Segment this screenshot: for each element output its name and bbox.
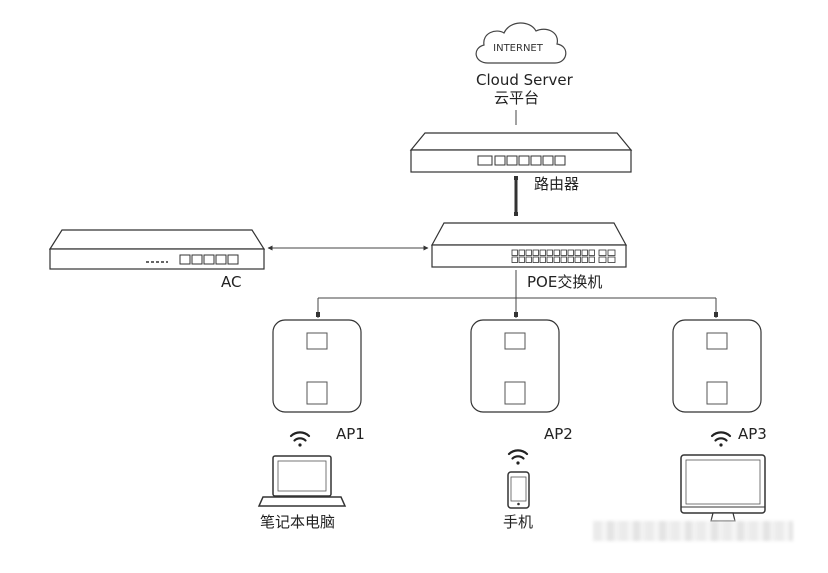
router-icon [409, 132, 633, 173]
phone-icon [507, 471, 530, 509]
switch-port [518, 256, 525, 263]
ac-label: AC [221, 273, 242, 291]
switch-port [525, 256, 532, 263]
switch-uplink-port [598, 256, 607, 263]
switch-port [588, 249, 595, 256]
switch-port [560, 256, 567, 263]
poe-switch-icon [430, 222, 628, 268]
switch-port [553, 249, 560, 256]
router-switch-link [514, 176, 518, 216]
switch-port [539, 249, 546, 256]
ap3-label: AP3 [738, 425, 767, 443]
laptop-label: 笔记本电脑 [260, 513, 336, 531]
switch-port [567, 249, 574, 256]
switch-uplink-port [607, 256, 616, 263]
switch-port [532, 249, 539, 256]
wifi-icon-1 [289, 431, 311, 447]
switch-uplink-port [607, 249, 616, 256]
switch-port [539, 256, 546, 263]
router-label: 路由器 [534, 175, 580, 193]
switch-port [546, 256, 553, 263]
switch-uplink-port [598, 249, 607, 256]
cloud-server-label: Cloud Server [476, 71, 573, 89]
switch-port [567, 256, 574, 263]
desktop-monitor-icon [680, 454, 766, 522]
laptop-icon [257, 455, 347, 507]
access-point-2-icon [470, 319, 560, 413]
access-point-3-icon [672, 319, 762, 413]
ap-distribution-lines [316, 270, 718, 318]
ap1-label: AP1 [336, 425, 365, 443]
switch-port [525, 249, 532, 256]
blurred-watermark [593, 521, 793, 541]
internet-cloud-text: INTERNET [493, 43, 544, 54]
ac-controller-icon [48, 229, 266, 270]
switch-port [581, 249, 588, 256]
switch-port [581, 256, 588, 263]
switch-port [511, 249, 518, 256]
switch-port [518, 249, 525, 256]
cloud-platform-label: 云平台 [494, 89, 540, 107]
switch-port [532, 256, 539, 263]
ap2-label: AP2 [544, 425, 573, 443]
switch-port [511, 256, 518, 263]
phone-label: 手机 [503, 513, 534, 531]
cloud-icon [475, 22, 567, 64]
switch-port [588, 256, 595, 263]
switch-port [574, 256, 581, 263]
switch-port [560, 249, 567, 256]
wifi-icon-2 [507, 449, 529, 465]
access-point-1-icon [272, 319, 362, 413]
switch-port [546, 249, 553, 256]
wifi-icon-3 [710, 431, 732, 447]
switch-port [553, 256, 560, 263]
switch-port [574, 249, 581, 256]
poe-switch-label: POE交换机 [527, 273, 603, 291]
